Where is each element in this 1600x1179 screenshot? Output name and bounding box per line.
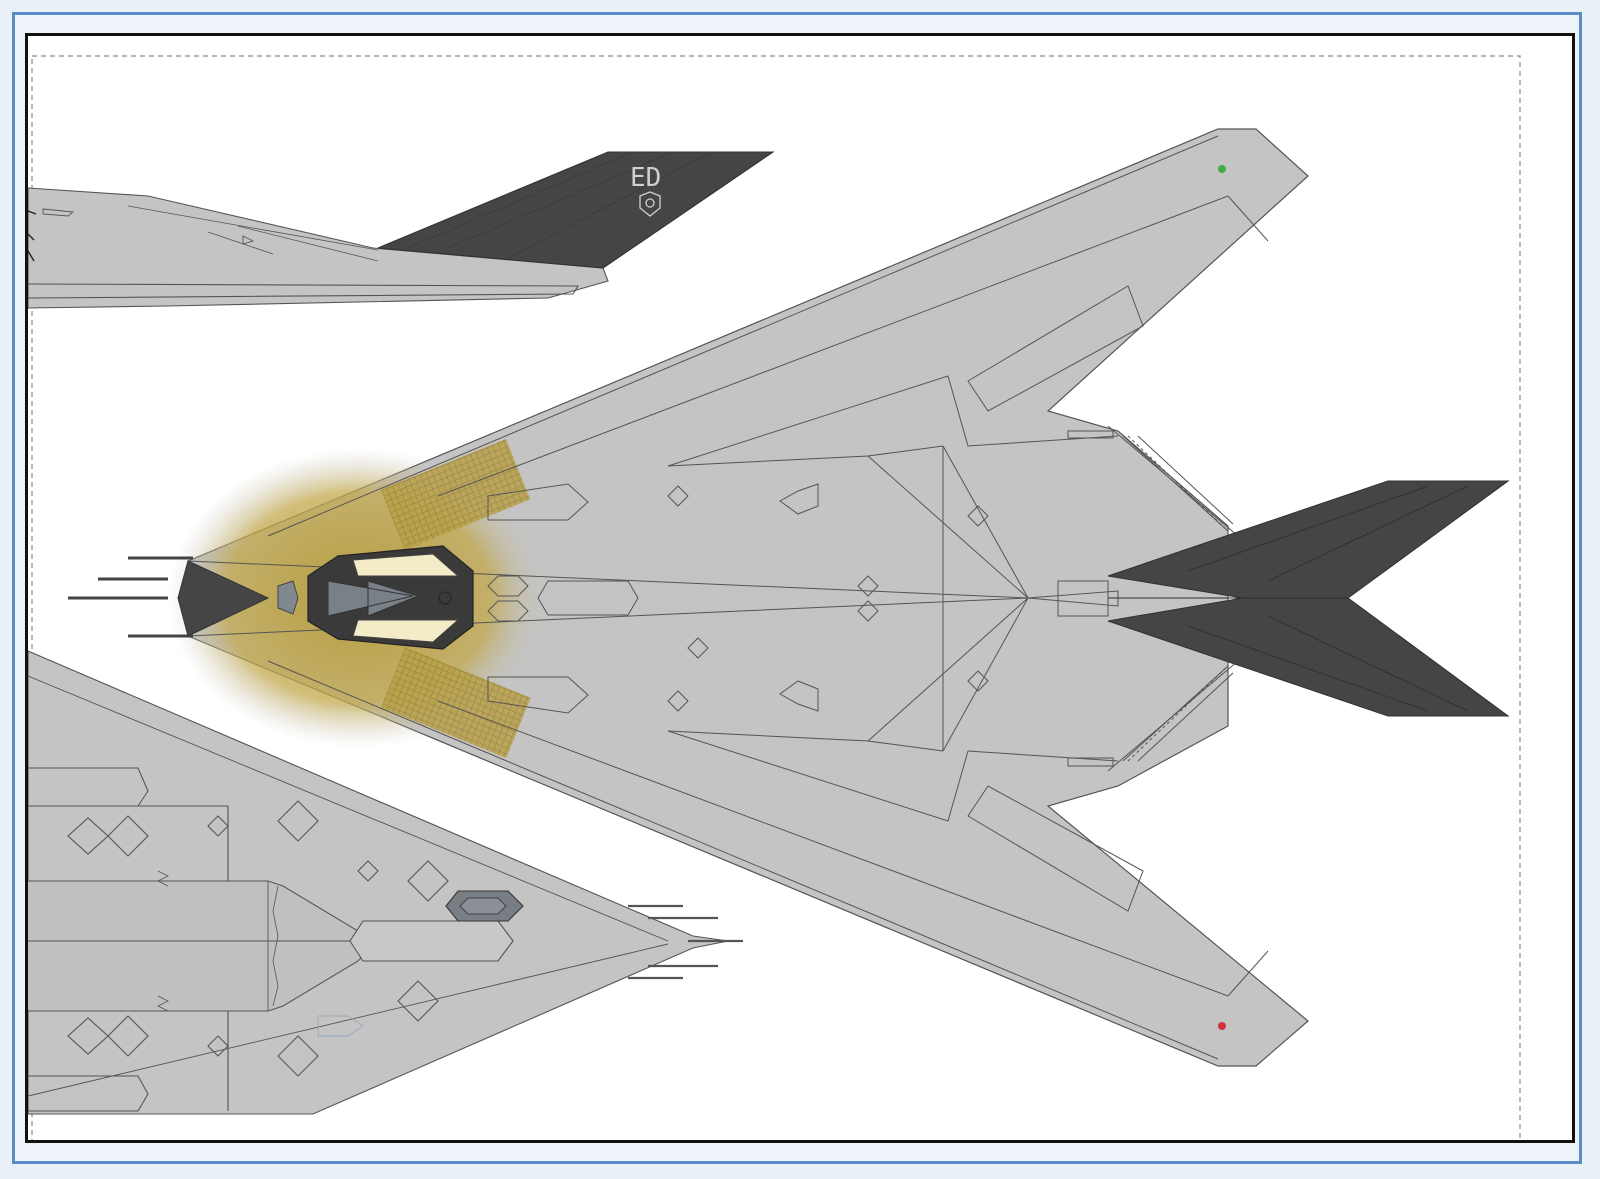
tail-fins: [1107, 480, 1510, 717]
nav-light-green: [1218, 165, 1226, 173]
drawing-sheet: ED: [25, 33, 1575, 1143]
top-view: [68, 128, 1510, 1067]
side-view: ED: [28, 151, 775, 309]
profile-artwork: ED: [28, 55, 1521, 1140]
exhaust-slots: [1067, 430, 1234, 767]
nav-light-red: [1218, 1022, 1226, 1030]
side-view-tail-fin: [377, 151, 775, 269]
nose-probes: [68, 556, 193, 638]
top-view-airframe: [187, 128, 1309, 1067]
bottom-view: [28, 650, 743, 1115]
tail-code-text: ED: [630, 163, 661, 193]
dashed-border: [31, 55, 1521, 1140]
canopy: [277, 545, 474, 650]
unit-emblem-icon: [639, 191, 661, 217]
